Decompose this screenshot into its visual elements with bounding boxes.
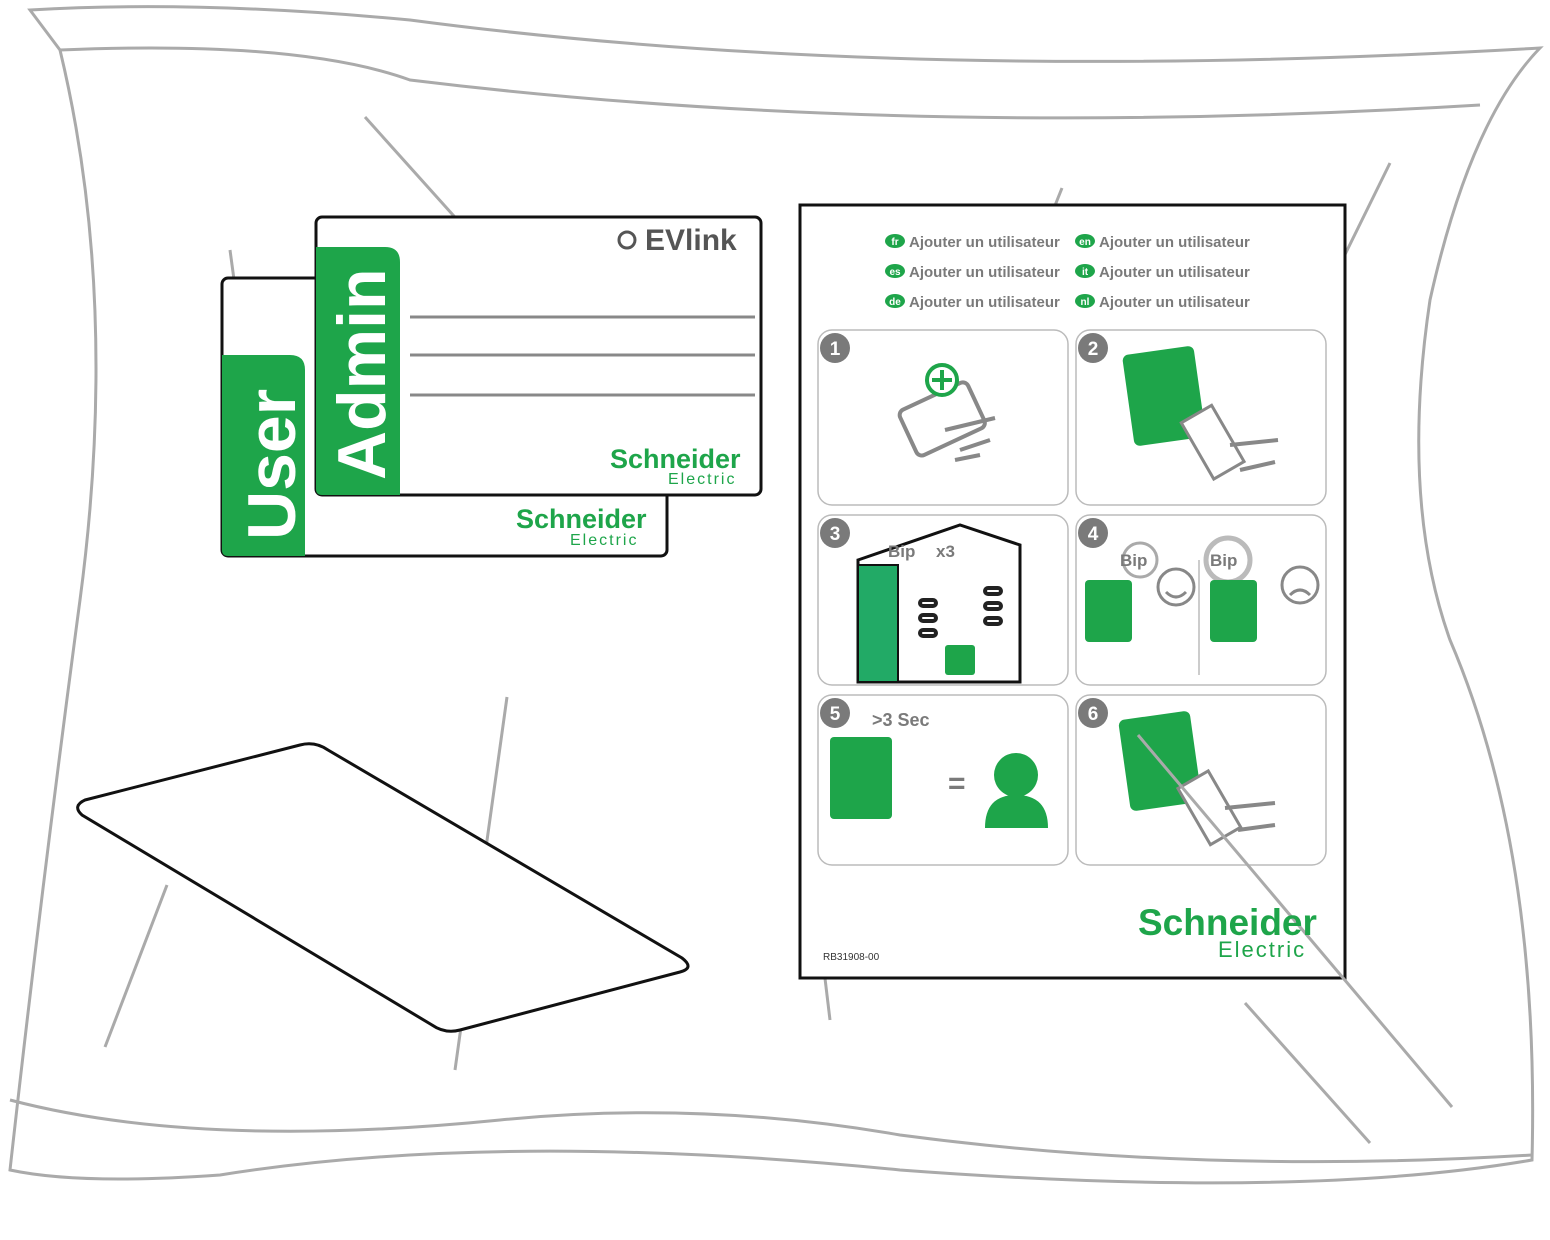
user-card-brand-sub: Electric: [570, 532, 638, 549]
language-text-de: Ajouter un utilisateur: [909, 294, 1060, 311]
language-badge-en: [1075, 234, 1095, 248]
bip-count: x3: [936, 542, 955, 561]
language-badge-nl: [1075, 294, 1095, 308]
smiley-happy-icon: [1156, 567, 1196, 607]
duration-label: >3 Sec: [872, 710, 930, 730]
language-code: en: [1079, 237, 1091, 248]
language-code: fr: [891, 237, 898, 248]
admin-card-brand: Schneider: [610, 444, 741, 474]
language-badge-it: [1075, 264, 1095, 278]
step-number-badge: [820, 698, 850, 728]
smiley-sad-icon: [1280, 565, 1320, 605]
charging-station: Bip x3: [856, 523, 1022, 684]
bag-outline: [8, 5, 1544, 1185]
step-number: 5: [830, 704, 841, 725]
step-number-badge: [1078, 698, 1108, 728]
hold-card-add-user: >3 Sec =: [830, 710, 1048, 828]
language-code: es: [889, 267, 901, 278]
language-code: de: [889, 297, 901, 308]
step-4-panel: [1075, 514, 1327, 686]
language-text-it: Ajouter un utilisateur: [1099, 264, 1250, 281]
bip-label-error: Bip: [1210, 551, 1237, 570]
language-text-en: Ajouter un utilisateur: [1099, 234, 1250, 251]
step-number: 3: [830, 524, 841, 545]
language-badge-de: [885, 294, 905, 308]
reader-with-admin-card: [1122, 346, 1279, 482]
language-text-nl: Ajouter un utilisateur: [1099, 294, 1250, 311]
add-card-icon: [897, 363, 996, 462]
user-card-brand: Schneider: [516, 504, 647, 534]
admin-card: Admin EVlink Schneider Electric: [314, 215, 763, 497]
step-number-badge: [820, 518, 850, 548]
language-badge-es: [885, 264, 905, 278]
step-number-badge: [1078, 518, 1108, 548]
evlink-logo: EVlink: [645, 224, 737, 257]
language-code: it: [1082, 267, 1089, 278]
step-number: 1: [830, 339, 841, 360]
evlink-car-icon: [617, 230, 637, 250]
bip-label-3: Bip: [888, 542, 915, 561]
admin-card-brand-sub: Electric: [668, 471, 736, 488]
step-number: 6: [1088, 704, 1099, 725]
language-text-es: Ajouter un utilisateur: [909, 264, 1060, 281]
step-number-badge: [820, 333, 850, 363]
blank-card: [76, 742, 690, 1033]
document-reference: RB31908-00: [823, 952, 880, 963]
result-feedback: Bip Bip: [1085, 535, 1320, 675]
language-text-fr: Ajouter un utilisateur: [909, 234, 1060, 251]
user-card-label: User: [234, 389, 310, 540]
admin-card-label: Admin: [324, 268, 400, 480]
language-badge-fr: [885, 234, 905, 248]
step-number-badge: [1078, 333, 1108, 363]
bip-label-ok: Bip: [1120, 551, 1147, 570]
language-code: nl: [1081, 297, 1090, 308]
step-number: 4: [1088, 524, 1099, 545]
step-number: 2: [1088, 339, 1099, 360]
sheet-brand: Schneider: [1138, 902, 1317, 943]
equals-sign: =: [948, 767, 966, 800]
user-icon: [994, 753, 1038, 797]
sheet-brand-sub: Electric: [1218, 937, 1306, 962]
